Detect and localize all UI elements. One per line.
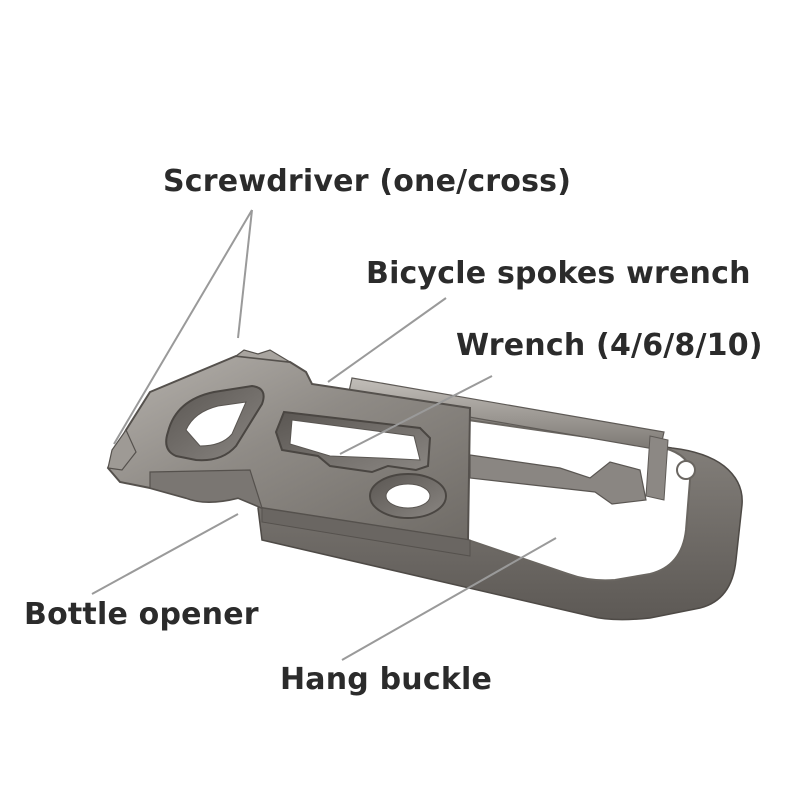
screwdriver-tip xyxy=(107,349,291,471)
spoke-wrench-hole xyxy=(369,473,447,519)
wrench-label: Wrench (4/6/8/10) xyxy=(456,328,763,363)
leader-line-screwdriver-1 xyxy=(113,209,253,445)
bicycle-spokes-wrench-label: Bicycle spokes wrench xyxy=(366,256,751,291)
bottle-opener-cutout xyxy=(165,384,265,462)
hang-buckle-label: Hang buckle xyxy=(280,662,493,697)
leader-line-bottle-opener xyxy=(91,513,239,595)
leader-line-wrench xyxy=(339,375,493,455)
leader-line-hang-buckle xyxy=(341,537,557,661)
screwdriver-label: Screwdriver (one/cross) xyxy=(163,164,572,199)
bottle-opener-label: Bottle opener xyxy=(24,597,259,632)
wrench-insert xyxy=(469,454,696,505)
slide-bar xyxy=(347,377,669,501)
leader-line-screwdriver-2 xyxy=(237,209,253,339)
leader-lines xyxy=(91,209,557,661)
leader-line-spokes-wrench xyxy=(327,297,447,383)
